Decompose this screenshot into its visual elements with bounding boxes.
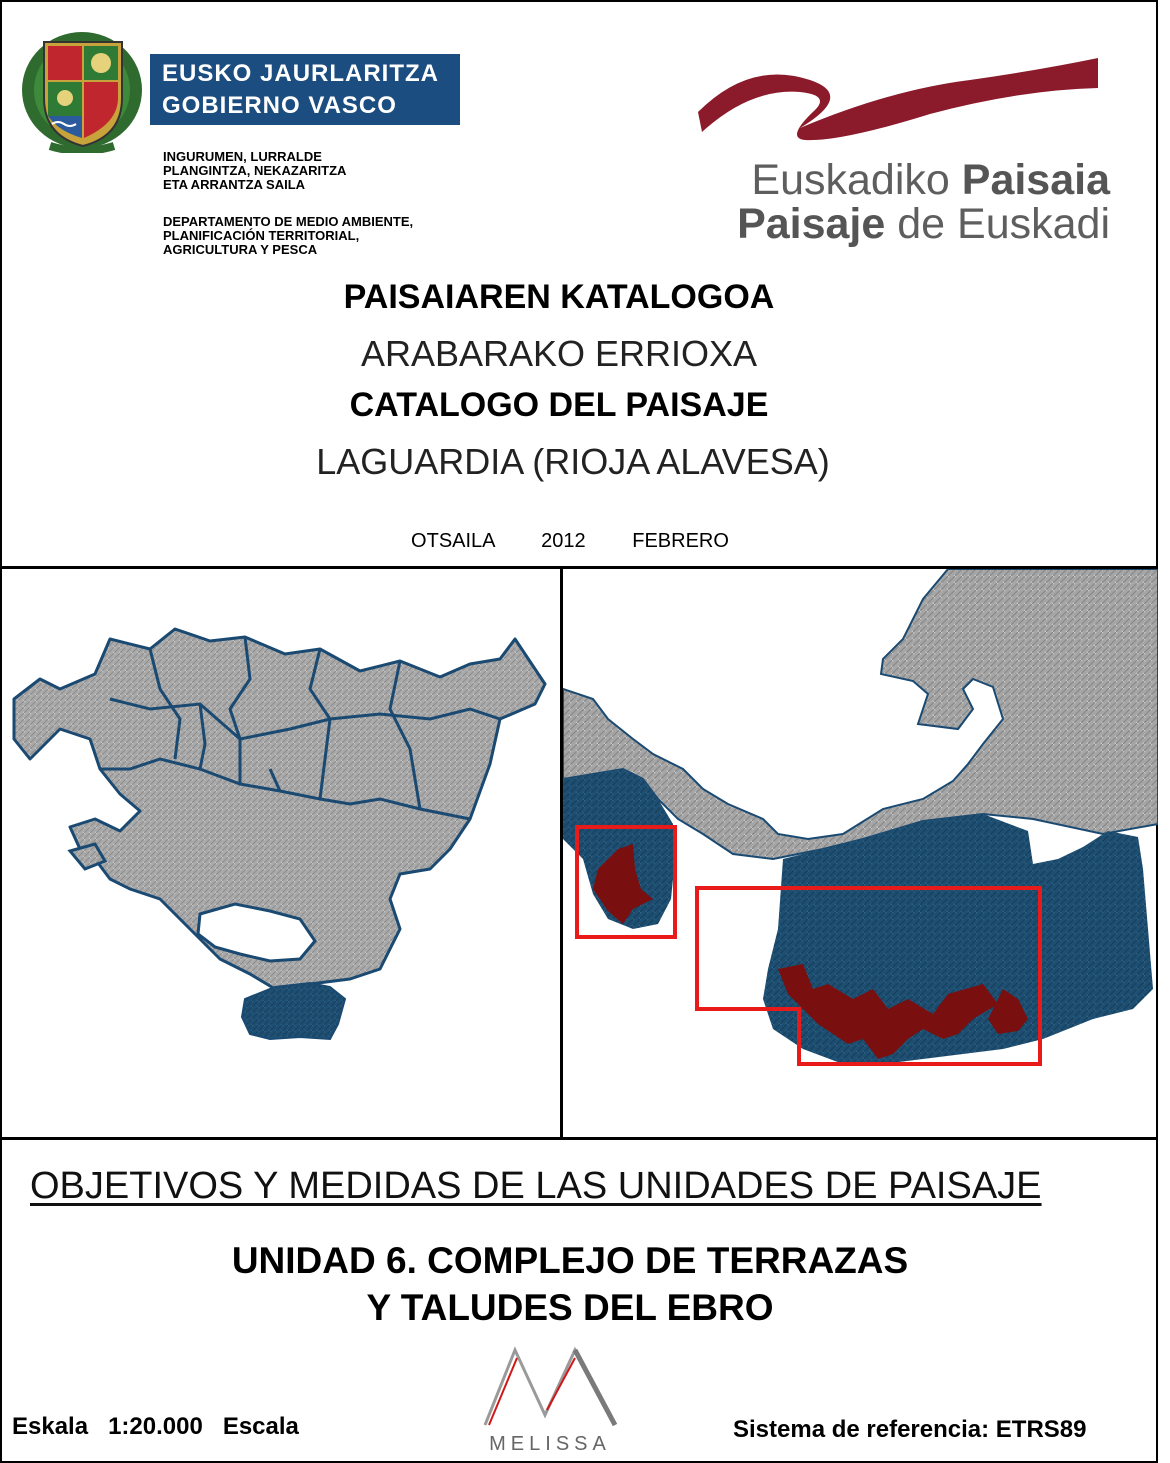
objectives-heading: OBJETIVOS Y MEDIDAS DE LAS UNIDADES DE P… bbox=[30, 1165, 1042, 1207]
scale-label: Eskala 1:20.000 Escala bbox=[12, 1413, 299, 1440]
unit-detail-map bbox=[563, 569, 1158, 1066]
date-line: OTSAILA 2012 FEBRERO bbox=[411, 530, 729, 552]
department-basque: INGURUMEN, LURRALDE PLANGINTZA, NEKAZARI… bbox=[163, 149, 347, 192]
catalog-title-basque: PAISAIAREN KATALOGOA bbox=[343, 278, 775, 316]
divider-bottom bbox=[0, 1137, 1158, 1140]
paisaia-swoosh-icon bbox=[698, 58, 1098, 141]
melissa-brand: MELISSA bbox=[489, 1433, 611, 1455]
catalog-title-spanish: CATALOGO DEL PAISAJE bbox=[349, 386, 769, 424]
region-spanish: LAGUARDIA (RIOJA ALAVESA) bbox=[316, 441, 830, 482]
divider-vertical bbox=[560, 568, 563, 1138]
coat-of-arms-icon bbox=[22, 32, 142, 153]
reference-system: Sistema de referencia: ETRS89 bbox=[733, 1416, 1087, 1443]
paisaia-logo-line1: Euskadiko Paisaia bbox=[751, 156, 1110, 204]
basque-country-map bbox=[12, 627, 547, 1041]
unit-title-line1: UNIDAD 6. COMPLEJO DE TERRAZAS bbox=[231, 1240, 909, 1281]
region-basque: ARABARAKO ERRIOXA bbox=[360, 333, 758, 374]
unit-title-line2: Y TALUDES DEL EBRO bbox=[366, 1287, 774, 1328]
gov-name-spanish: GOBIERNO VASCO bbox=[150, 86, 460, 125]
divider-top bbox=[0, 566, 1158, 569]
paisaia-logo-line2: Paisaje de Euskadi bbox=[737, 200, 1110, 248]
melissa-logo-icon bbox=[483, 1346, 618, 1427]
department-spanish: DEPARTAMENTO DE MEDIO AMBIENTE, PLANIFIC… bbox=[163, 214, 414, 257]
